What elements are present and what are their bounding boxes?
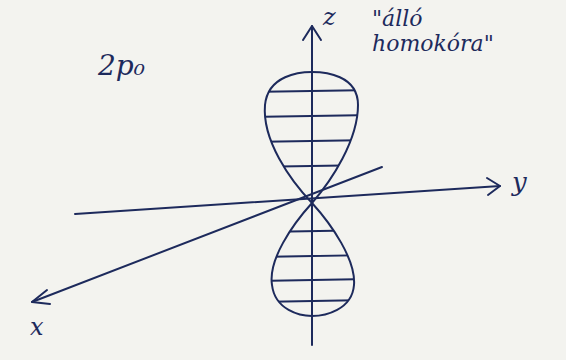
lower-lobe-hatching <box>255 230 370 302</box>
x-arrowhead <box>32 290 50 304</box>
y-axis <box>75 186 500 214</box>
z-axis <box>311 26 313 345</box>
z-arrowhead <box>303 26 321 40</box>
y-arrowhead <box>487 178 500 195</box>
axis-label: x <box>30 314 60 342</box>
axis-label: y <box>512 168 542 198</box>
x-axis <box>32 167 382 302</box>
orbital-label: 2p₀ <box>98 50 188 82</box>
upper-lobe-hatching <box>250 90 370 167</box>
axis-label: z <box>323 4 353 32</box>
lower-lobe <box>272 203 355 316</box>
note-text: "álló homokóra" <box>372 6 512 57</box>
